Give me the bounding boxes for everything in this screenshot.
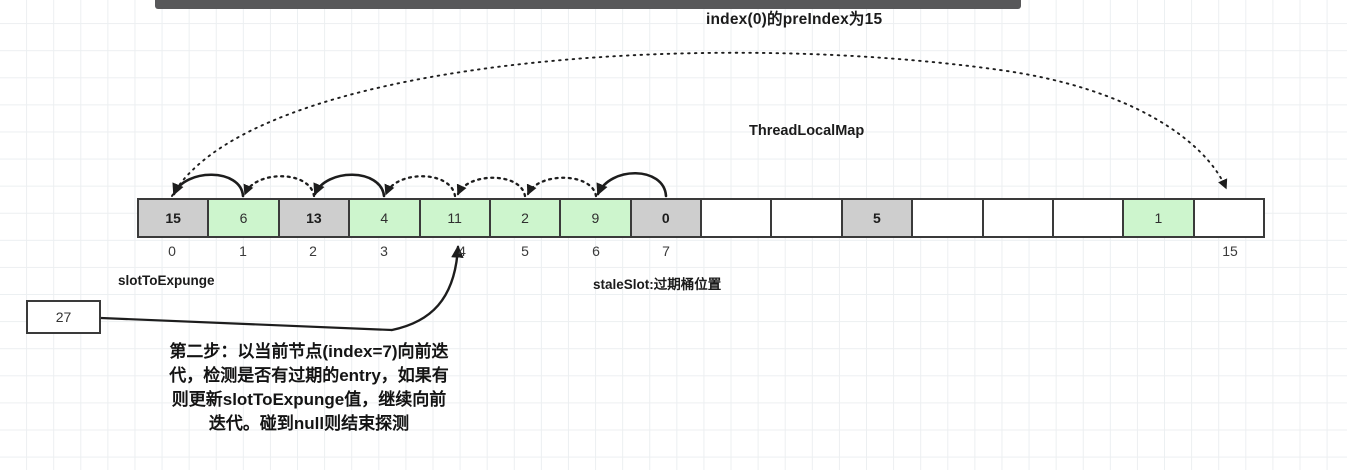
arc-hop-1-to-0 xyxy=(172,173,245,198)
bucket-cell-12[interactable] xyxy=(983,200,1054,236)
index-label-6: 6 xyxy=(592,243,600,259)
index-label-3: 3 xyxy=(380,243,388,259)
bucket-cell-9[interactable] xyxy=(772,200,843,236)
arc-hop-3-to-2 xyxy=(313,173,386,198)
bucket-cell-13[interactable] xyxy=(1053,200,1125,236)
arc-preindex-wrap xyxy=(171,51,1228,197)
arc-hop-4-to-3 xyxy=(384,175,457,198)
caption-line-3: 则更新slotToExpunge值，继续向前 xyxy=(171,390,447,410)
caption-line-2: 代，检测是否有过期的entry，如果有 xyxy=(169,366,449,386)
slot-to-expunge-label: slotToExpunge xyxy=(118,273,215,288)
bucket-cell-11[interactable] xyxy=(913,200,984,236)
bucket-cell-10[interactable]: 5 xyxy=(842,200,914,236)
bucket-cell-5[interactable]: 2 xyxy=(490,200,562,236)
arc-hop-7-to-6 xyxy=(596,172,668,198)
bucket-cell-4[interactable]: 11 xyxy=(420,200,491,236)
bucket-cell-15[interactable] xyxy=(1194,200,1263,236)
arc-hop-2-to-1 xyxy=(243,175,316,198)
arc-hop-6-to-5 xyxy=(526,176,598,198)
bucket-cell-2[interactable]: 13 xyxy=(279,200,351,236)
step-description-caption: 第二步：以当前节点(index=7)向前迭 代，检测是否有过期的entry，如果… xyxy=(113,340,505,437)
bucket-cell-8[interactable] xyxy=(702,200,773,236)
index-label-0: 0 xyxy=(168,243,176,259)
preindex-note-label: index(0)的preIndex为15 xyxy=(706,11,883,28)
bucket-index-labels: 0 1 2 3 4 5 6 7 15 xyxy=(137,243,1265,265)
bucket-cell-3[interactable]: 4 xyxy=(350,200,421,236)
bucket-cell-6[interactable]: 9 xyxy=(561,200,632,236)
threadlocalmap-bucket-array: 15 6 13 4 11 2 9 0 5 1 xyxy=(137,198,1265,238)
window-titlebar-strip xyxy=(155,0,1021,9)
index-label-4: 4 xyxy=(458,243,466,259)
caption-line-1: 第二步：以当前节点(index=7)向前迭 xyxy=(169,342,449,361)
index-label-5: 5 xyxy=(521,243,529,259)
index-label-1: 1 xyxy=(239,243,247,259)
index-label-2: 2 xyxy=(309,243,317,259)
bucket-cell-1[interactable]: 6 xyxy=(209,200,280,236)
bucket-cell-0[interactable]: 15 xyxy=(139,200,210,236)
stale-slot-label: staleSlot:过期桶位置 xyxy=(593,277,722,292)
callout-connector-line xyxy=(100,316,393,332)
caption-line-4: 迭代。碰到null则结束探测 xyxy=(208,414,410,434)
bucket-cell-14[interactable]: 1 xyxy=(1124,200,1195,236)
threadlocalmap-label: ThreadLocalMap xyxy=(749,123,865,139)
index-label-15: 15 xyxy=(1222,243,1238,259)
value-callout-box[interactable]: 27 xyxy=(26,300,101,334)
bucket-cell-7[interactable]: 0 xyxy=(631,200,702,236)
arc-hop-5-to-4 xyxy=(456,176,527,198)
index-label-7: 7 xyxy=(662,243,670,259)
